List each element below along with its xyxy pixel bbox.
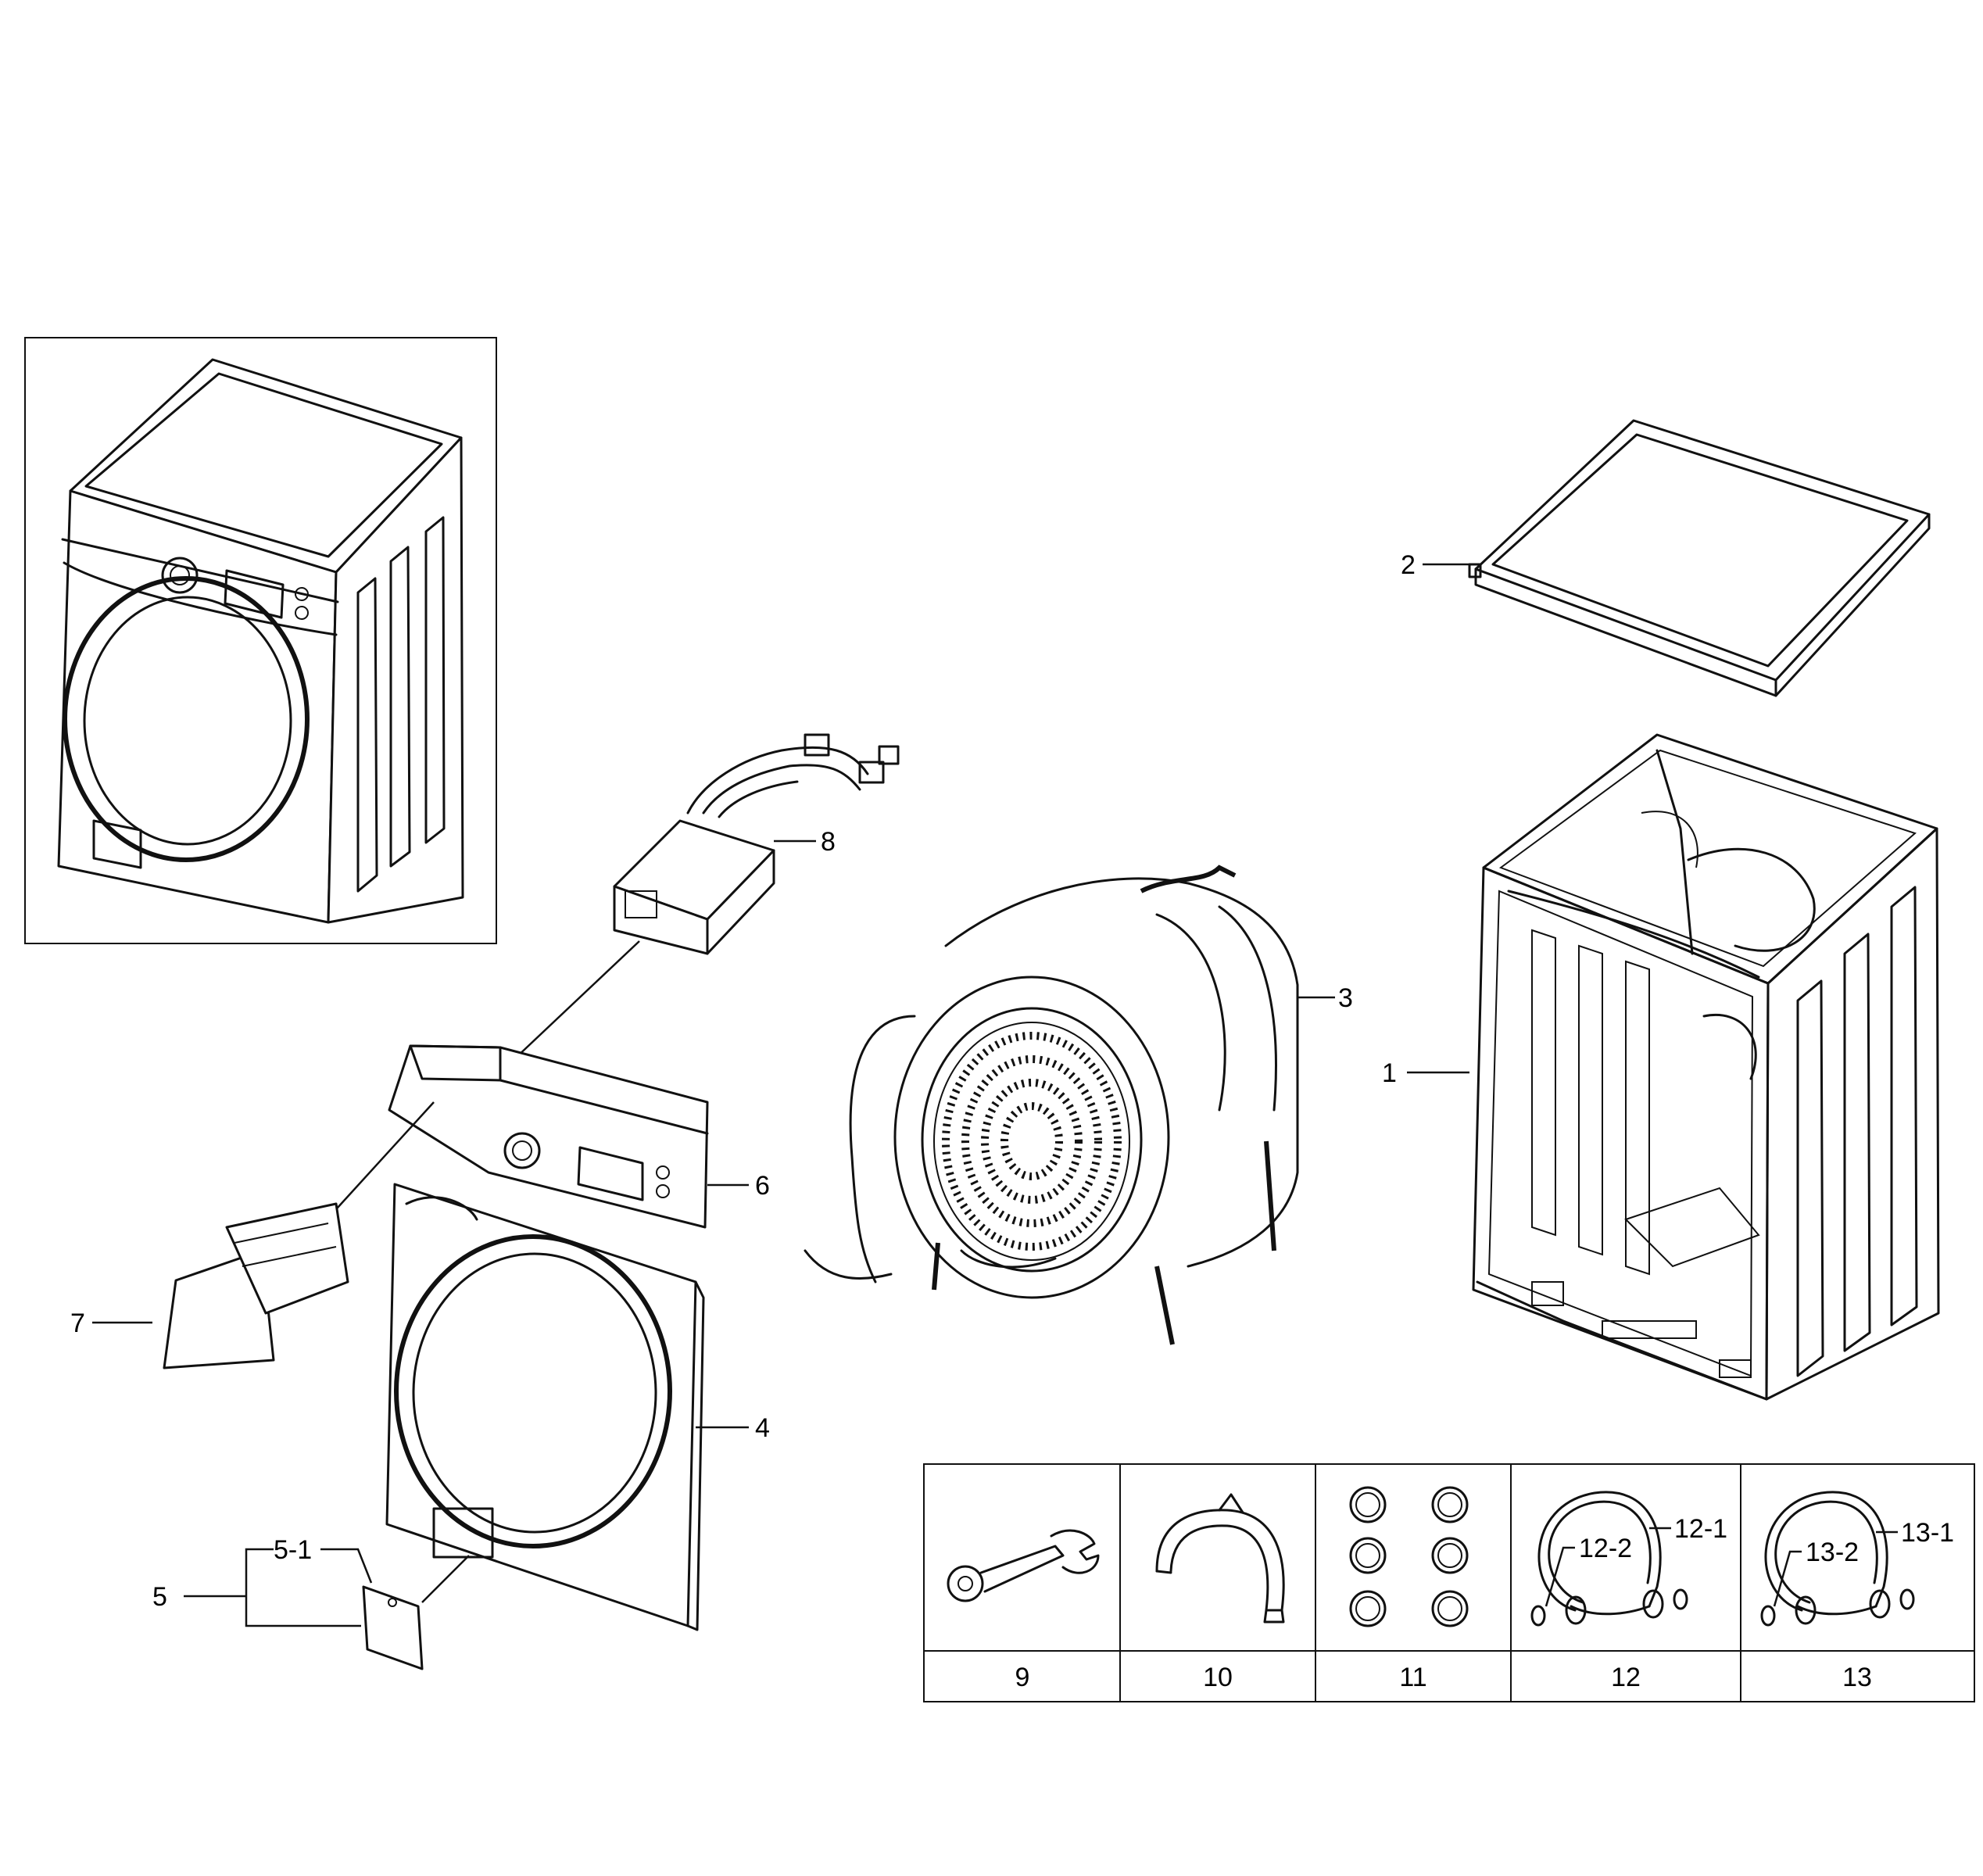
table-col-label: 11 (1399, 1663, 1426, 1692)
inset-frame (24, 337, 497, 944)
accessory-table: 12-1 12-2 13-1 13-2 9 10 11 12 13 (923, 1463, 1975, 1702)
drum-perforations (942, 1032, 1122, 1251)
part-3-tub-assembly: 3 (804, 865, 1353, 1345)
part-5-filter-cover: 5-1 5 (152, 1535, 424, 1670)
leader-13-2 (1773, 1550, 1802, 1607)
part-1-cabinet: 1 (1382, 733, 1940, 1401)
leader-5-1 (320, 1548, 373, 1584)
table-col-label: 9 (1015, 1663, 1030, 1692)
callout-8: 8 (821, 827, 836, 857)
leader-12-2 (1545, 1546, 1575, 1607)
callout-6: 6 (755, 1171, 770, 1201)
assembled-washer-drawing (57, 358, 464, 924)
callout-12-2: 12-2 (1579, 1534, 1632, 1563)
part-6-control-panel: 6 (312, 1044, 770, 1236)
hose-icon: 12-1 12-2 (1530, 1491, 1727, 1627)
caps-icon (1349, 1486, 1469, 1627)
leader-4-to-5 (421, 1555, 470, 1603)
part-8-dispenser-housing: 8 (499, 733, 900, 1073)
table-col-label: 10 (1203, 1663, 1233, 1692)
table-col-label: 12 (1611, 1663, 1641, 1692)
hose-icon: 13-1 13-2 (1760, 1491, 1954, 1627)
table-col-label: 13 (1842, 1663, 1872, 1692)
callout-12-1: 12-1 (1674, 1514, 1727, 1544)
callout-13-2: 13-2 (1806, 1538, 1859, 1567)
callout-2: 2 (1401, 550, 1416, 580)
callout-7: 7 (70, 1309, 85, 1338)
wrench-icon (947, 1529, 1100, 1602)
callout-3: 3 (1338, 983, 1353, 1013)
callout-13-1: 13-1 (1901, 1518, 1954, 1548)
callout-4: 4 (755, 1413, 770, 1443)
callout-1: 1 (1382, 1058, 1397, 1088)
part-7-detergent-drawer: 7 (70, 1202, 349, 1369)
part-4-front-panel: 4 (385, 1183, 770, 1631)
assembled-washer-inset (24, 337, 497, 944)
hose-guide-icon (1155, 1493, 1285, 1624)
part-2-top-cover: 2 (1401, 419, 1931, 697)
leader-8-to-6 (499, 940, 640, 1073)
bracket-5 (245, 1548, 361, 1627)
callout-5: 5 (152, 1582, 167, 1612)
callout-5-1: 5-1 (274, 1535, 312, 1565)
table-frame (923, 1463, 1975, 1702)
